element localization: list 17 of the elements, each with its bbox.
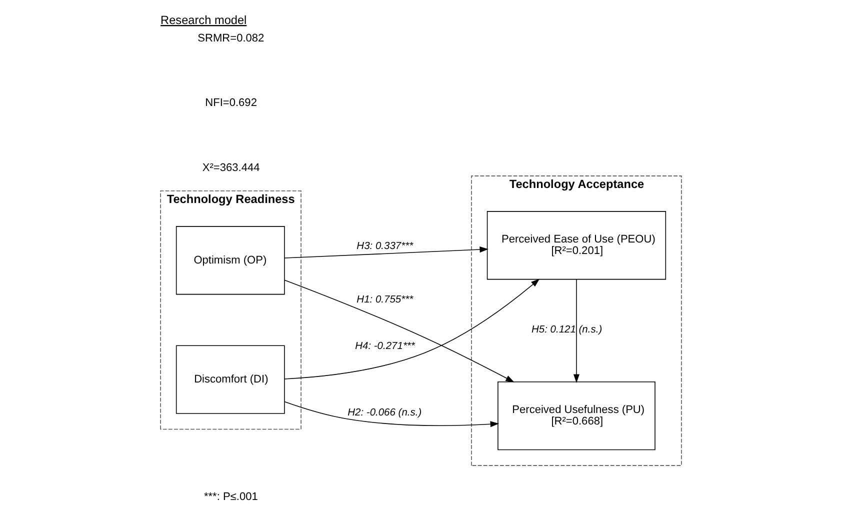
edge-label: H2: -0.066 (n.s.) — [348, 406, 422, 418]
label: SRMR=0.082 — [198, 32, 264, 44]
edge-label: H4: -0.271*** — [355, 340, 415, 352]
node-box: Perceived Usefulness (PU) [R²=0.668] — [498, 381, 656, 450]
node-box: Perceived Ease of Use (PEOU) [R²=0.201] — [486, 210, 666, 280]
node-box: Discomfort (DI) — [176, 344, 285, 414]
edge-label: H3: 0.337*** — [356, 240, 414, 252]
label: X²=363.444 — [202, 161, 260, 174]
label: NFI=0.692 — [205, 96, 257, 109]
edge-label: H1: 0.755*** — [356, 294, 414, 306]
arrow — [573, 278, 580, 382]
arrow — [284, 400, 500, 427]
node-box: Optimism (OP) — [176, 226, 285, 294]
label: ***: P≤.001 — [204, 490, 258, 503]
arrow — [284, 246, 488, 258]
diagram-title: Research model — [160, 12, 247, 26]
edge-label: H5: 0.121 (n.s.) — [531, 324, 602, 336]
